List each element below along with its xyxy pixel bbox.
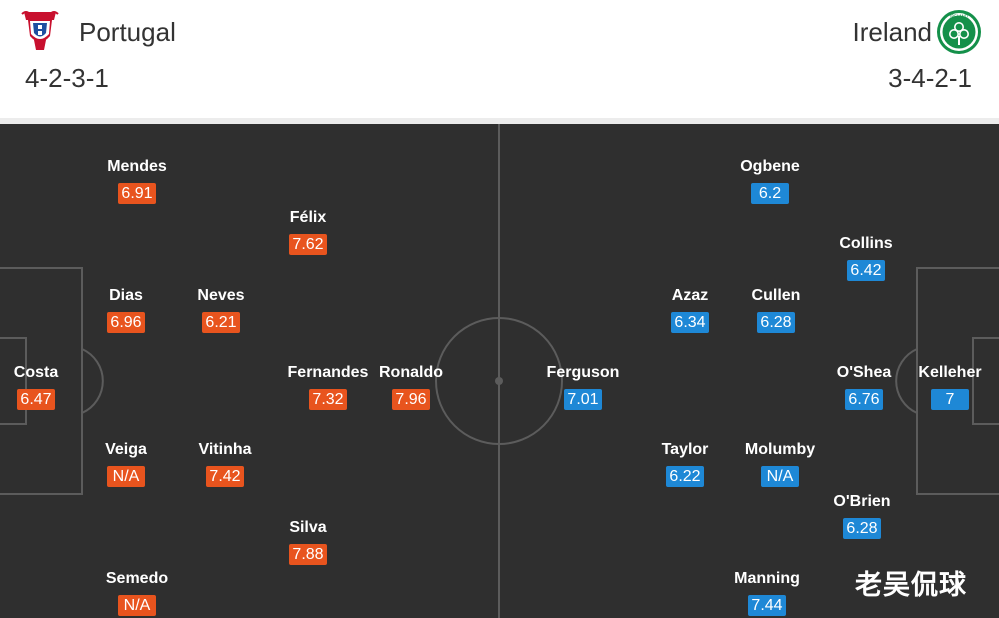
- player-name: Fernandes: [287, 364, 369, 381]
- player-away-ogbene[interactable]: Ogbene 6.2: [724, 157, 816, 204]
- player-away-taylor[interactable]: Taylor 6.22: [639, 440, 731, 487]
- player-home-mendes[interactable]: Mendes 6.91: [91, 157, 183, 204]
- player-name: Neves: [197, 287, 245, 304]
- portugal-crest-icon: [21, 11, 59, 50]
- player-away-molumby[interactable]: Molumby N/A: [734, 440, 826, 487]
- player-rating: 6.2: [751, 183, 789, 204]
- player-name: Dias: [109, 287, 143, 304]
- player-rating: 7.96: [392, 389, 430, 410]
- ireland-crest-icon: IRELAND: [937, 10, 981, 54]
- player-home-dias[interactable]: Dias 6.96: [80, 286, 172, 333]
- player-rating: 6.28: [843, 518, 881, 539]
- player-home-fernandes[interactable]: Fernandes 7.32: [282, 363, 374, 410]
- away-team-name: Ireland: [852, 17, 933, 47]
- player-name: Costa: [13, 364, 59, 381]
- player-rating: 6.21: [202, 312, 240, 333]
- player-away-azaz[interactable]: Azaz 6.34: [644, 286, 736, 333]
- player-rating: 6.96: [107, 312, 145, 333]
- pitch: Mendes 6.91 Félix 7.62 Dias 6.96 Neves 6…: [0, 124, 999, 618]
- ireland-crest-text: IRELAND: [950, 14, 968, 19]
- watermark-text: 老吴侃球: [855, 570, 967, 601]
- player-away-obrien[interactable]: O'Brien 6.28: [816, 492, 908, 539]
- away-team-formation: 3-4-2-1: [888, 63, 972, 93]
- player-rating: N/A: [107, 466, 145, 487]
- player-name: Ferguson: [546, 364, 620, 381]
- player-name: Manning: [734, 570, 800, 587]
- player-home-vitinha[interactable]: Vitinha 7.42: [179, 440, 271, 487]
- player-name: Mendes: [107, 158, 167, 175]
- player-away-manning[interactable]: Manning 7.44: [721, 569, 813, 616]
- player-home-costa[interactable]: Costa 6.47: [0, 363, 82, 410]
- player-rating: 7.42: [206, 466, 244, 487]
- player-name: Molumby: [744, 441, 816, 458]
- player-name: Silva: [289, 519, 327, 536]
- home-team-name: Portugal: [79, 17, 176, 47]
- player-name: Collins: [839, 235, 893, 252]
- player-name: O'Shea: [836, 364, 892, 381]
- player-name: Azaz: [671, 287, 709, 304]
- player-rating: 7.44: [748, 595, 786, 616]
- player-rating: N/A: [118, 595, 156, 616]
- player-rating: 7.62: [289, 234, 327, 255]
- player-away-ferguson[interactable]: Ferguson 7.01: [537, 363, 629, 410]
- player-rating: 6.91: [118, 183, 156, 204]
- player-name: O'Brien: [833, 493, 891, 510]
- player-name: Vitinha: [198, 441, 252, 458]
- player-rating: 6.28: [757, 312, 795, 333]
- player-name: Taylor: [661, 441, 709, 458]
- player-away-collins[interactable]: Collins 6.42: [820, 234, 912, 281]
- player-home-veiga[interactable]: Veiga N/A: [80, 440, 172, 487]
- player-rating: 6.42: [847, 260, 885, 281]
- player-name: Kelleher: [918, 364, 982, 381]
- player-rating: 6.47: [17, 389, 55, 410]
- player-away-cullen[interactable]: Cullen 6.28: [730, 286, 822, 333]
- player-name: Ronaldo: [379, 364, 443, 381]
- player-home-neves[interactable]: Neves 6.21: [175, 286, 267, 333]
- player-home-felix[interactable]: Félix 7.62: [262, 208, 354, 255]
- home-team-formation: 4-2-3-1: [25, 63, 109, 93]
- player-name: Semedo: [105, 570, 169, 587]
- player-rating: 6.34: [671, 312, 709, 333]
- header-divider: [0, 118, 999, 124]
- player-home-ronaldo[interactable]: Ronaldo 7.96: [365, 363, 457, 410]
- pitch-markings: [0, 124, 999, 618]
- player-rating: N/A: [761, 466, 799, 487]
- player-name: Félix: [289, 209, 327, 226]
- player-rating: 6.22: [666, 466, 704, 487]
- match-header: Portugal 4-2-3-1 Ireland 3-4-2-1 IRELAND: [0, 0, 999, 118]
- player-away-kelleher[interactable]: Kelleher 7: [904, 363, 996, 410]
- player-rating: 7: [931, 389, 969, 410]
- player-away-oshea[interactable]: O'Shea 6.76: [818, 363, 910, 410]
- player-rating: 7.88: [289, 544, 327, 565]
- player-home-silva[interactable]: Silva 7.88: [262, 518, 354, 565]
- player-home-semedo[interactable]: Semedo N/A: [91, 569, 183, 616]
- player-rating: 6.76: [845, 389, 883, 410]
- player-name: Cullen: [751, 287, 801, 304]
- player-name: Ogbene: [740, 158, 800, 175]
- player-name: Veiga: [105, 441, 147, 458]
- player-rating: 7.32: [309, 389, 347, 410]
- player-rating: 7.01: [564, 389, 602, 410]
